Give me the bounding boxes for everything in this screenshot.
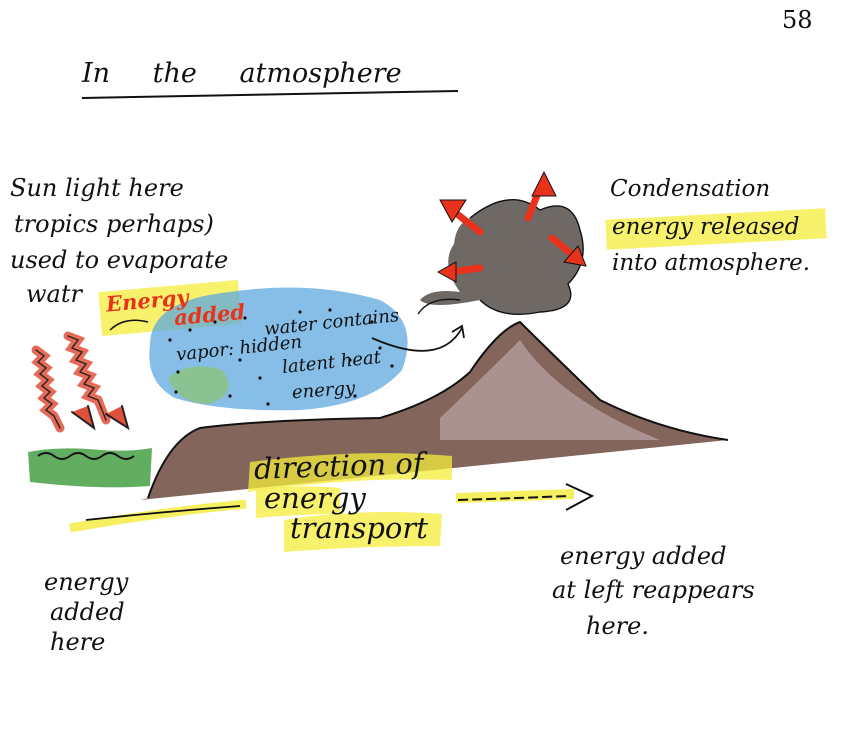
condensation-cloud [420,199,584,315]
water-waves [37,452,135,460]
page-title: In the atmosphere [82,58,402,89]
mountain-fill [140,322,728,500]
release-arrows [436,170,587,283]
page-number: 58 [782,6,813,34]
sunlight-arrows [31,331,130,433]
vapor-dots [168,308,394,406]
direction-highlight-3 [284,512,442,552]
direction-highlight-2 [256,486,340,518]
water-vapor-cloud-green [168,366,229,404]
vapor-to-cloud-arrowhead [451,324,465,339]
transport-line-left [85,505,241,521]
sunlight-note-line: used to evaporate [10,246,229,274]
condensation-note-line: into atmosphere. [612,250,811,276]
condensation-note-line: energy released [612,214,800,240]
condensation-note-line: Condensation [610,176,771,202]
direction-note-line: energy [264,481,366,515]
energy-added-label: added [173,298,246,331]
mountain-shade [440,340,660,440]
direction-note-line: direction of [253,446,425,486]
vapor-to-cloud-arrow [371,327,463,352]
sunlight-note-line: tropics perhaps) [14,210,214,238]
transport-arrow [457,495,569,501]
left-bottom-note-line: energy [44,568,129,596]
direction-highlight-1 [248,453,452,492]
sunlight-note-line: watr [26,280,82,308]
right-bottom-note-line: at left reappears [552,576,755,604]
direction-note-line: transport [290,511,428,545]
vapor-note-line: energy [291,377,356,404]
right-bottom-note-line: energy added [560,542,727,570]
left-bottom-note-line: added [50,598,125,626]
left-bottom-note-line: here [50,628,106,656]
title-underline [81,90,459,99]
sunlight-note-line: Sun light here [10,174,184,202]
right-bottom-note-line: here. [586,612,649,640]
vapor-dotted-outline [109,319,149,331]
energy-released-highlight [605,208,827,250]
transport-arrowhead [565,483,595,511]
mountain-outline [147,320,729,499]
